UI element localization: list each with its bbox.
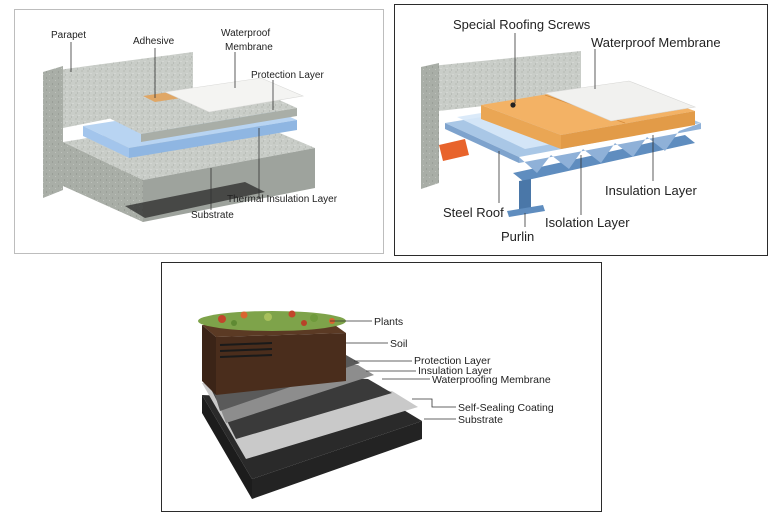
waterproof-membrane-sheet: [163, 77, 305, 113]
leader-self-sealing: [412, 398, 456, 408]
parapet-wall: [43, 52, 193, 198]
green-roof-diagram: Plants Soil Protection Layer Insulation …: [161, 262, 602, 512]
label-self-sealing-coating: Self-Sealing Coating: [458, 402, 554, 414]
label-protection-layer: Protection Layer: [251, 70, 324, 81]
label-substrate: Substrate: [191, 210, 234, 221]
parapet-roof-diagram: Parapet Adhesive Waterproof Membrane Pro…: [14, 9, 384, 254]
label-waterproof-line1: Waterproof: [221, 28, 270, 39]
label-insulation-layer: Insulation Layer: [605, 183, 697, 198]
steel-roof-diagram: Special Roofing Screws Waterproof Membra…: [394, 4, 768, 256]
label-substrate: Substrate: [458, 414, 503, 426]
plants-layer: [198, 310, 346, 331]
label-steel-roof: Steel Roof: [443, 205, 504, 220]
label-waterproof-line2: Membrane: [225, 42, 273, 53]
label-special-roofing-screws: Special Roofing Screws: [453, 17, 591, 32]
roofing-screw: [510, 102, 516, 108]
soil-layer: [202, 323, 346, 395]
waterproof-membrane-sheet: [543, 80, 697, 122]
label-parapet: Parapet: [51, 30, 86, 41]
label-thermal-insulation: Thermal Insulation Layer: [227, 194, 338, 205]
label-protection-layer: Protection Layer: [414, 355, 491, 367]
label-plants: Plants: [374, 316, 403, 328]
label-adhesive: Adhesive: [133, 36, 175, 47]
label-insulation-layer: Insulation Layer: [418, 365, 493, 377]
label-isolation-layer: Isolation Layer: [545, 215, 630, 230]
label-soil: Soil: [390, 338, 408, 350]
steel-roof-illustration: Special Roofing Screws Waterproof Membra…: [421, 17, 721, 244]
wall-flashing: [439, 139, 469, 161]
parapet-roof-illustration: Parapet Adhesive Waterproof Membrane Pro…: [43, 28, 338, 222]
label-waterproof-membrane: Waterproof Membrane: [591, 35, 721, 50]
label-waterproofing-membrane: Waterproofing Membrane: [432, 374, 551, 386]
green-roof-illustration: Plants Soil Protection Layer Insulation …: [198, 310, 554, 499]
label-purlin: Purlin: [501, 229, 534, 244]
